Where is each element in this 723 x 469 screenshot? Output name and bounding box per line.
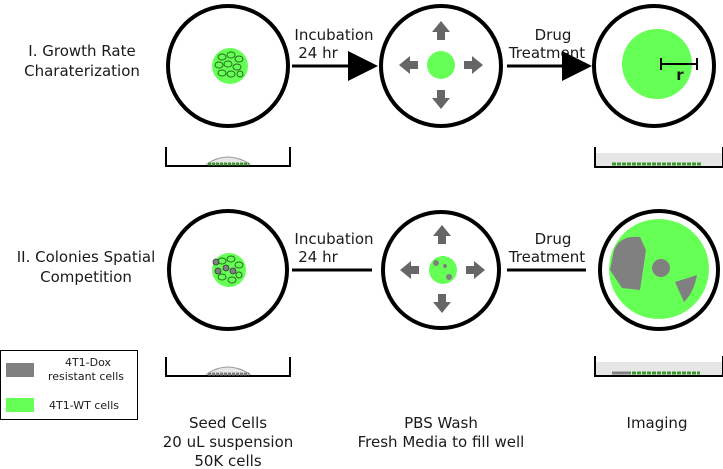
row1-title-line2: Charaterization bbox=[24, 62, 140, 80]
legend-wt-swatch bbox=[6, 398, 34, 412]
footer-seed-line1: Seed Cells bbox=[189, 414, 267, 432]
footer-seed-line2: 20 uL suspension bbox=[163, 433, 294, 451]
footer-wash-line1: PBS Wash bbox=[404, 414, 478, 432]
row1-seed-plate-side bbox=[165, 147, 291, 167]
spread-arrows-icon bbox=[400, 225, 485, 313]
legend: 4T1-Dox resistant cells 4T1-WT cells bbox=[0, 350, 138, 420]
legend-wt-label: 4T1-WT cells bbox=[49, 399, 119, 412]
footer-seed-line3: 50K cells bbox=[194, 452, 262, 469]
row2-step1-line2: 24 hr bbox=[298, 248, 338, 266]
row1-step2-line1: Drug bbox=[535, 26, 572, 44]
row1-incubated-well bbox=[379, 4, 503, 128]
row1-imaged-well: r bbox=[592, 4, 716, 128]
spread-arrows-icon bbox=[399, 21, 483, 109]
row2-imaged-well bbox=[598, 209, 720, 331]
footer-imaging: Imaging bbox=[627, 414, 688, 432]
row1-step2-line2: Treatment bbox=[508, 44, 585, 62]
row2-imaging-plate-side bbox=[594, 356, 723, 377]
legend-dox-swatch bbox=[6, 363, 34, 377]
cell-cluster-icon bbox=[214, 51, 244, 78]
mixed-cell-cluster-icon bbox=[217, 255, 244, 284]
row1-imaging-plate-side bbox=[594, 147, 723, 168]
row1-step1-line1: Incubation bbox=[294, 26, 373, 44]
row2-title-line2: Competition bbox=[40, 268, 132, 286]
resistant-colony bbox=[652, 259, 670, 277]
footer-wash-line2: Fresh Media to fill well bbox=[358, 433, 525, 451]
row2-step1-line1: Incubation bbox=[294, 230, 373, 248]
row2-incubated-well bbox=[381, 210, 501, 330]
row2-title-line1: II. Colonies Spatial bbox=[17, 248, 156, 266]
resistant-colony bbox=[610, 236, 646, 290]
radius-label: r bbox=[676, 66, 684, 84]
resistant-colony bbox=[675, 275, 697, 302]
row2-seed-well bbox=[167, 209, 289, 331]
row1-title-line1: I. Growth Rate bbox=[28, 42, 135, 60]
legend-dox-line2: resistant cells bbox=[48, 370, 124, 383]
row2-step2-line1: Drug bbox=[535, 230, 572, 248]
row2-seed-plate-side bbox=[165, 357, 291, 377]
row1-step1-line2: 24 hr bbox=[298, 44, 338, 62]
row1-seed-well bbox=[166, 4, 290, 128]
row2-step2-line2: Treatment bbox=[508, 248, 585, 266]
legend-dox-line1: 4T1-Dox bbox=[65, 356, 112, 369]
radius-indicator bbox=[660, 58, 698, 70]
